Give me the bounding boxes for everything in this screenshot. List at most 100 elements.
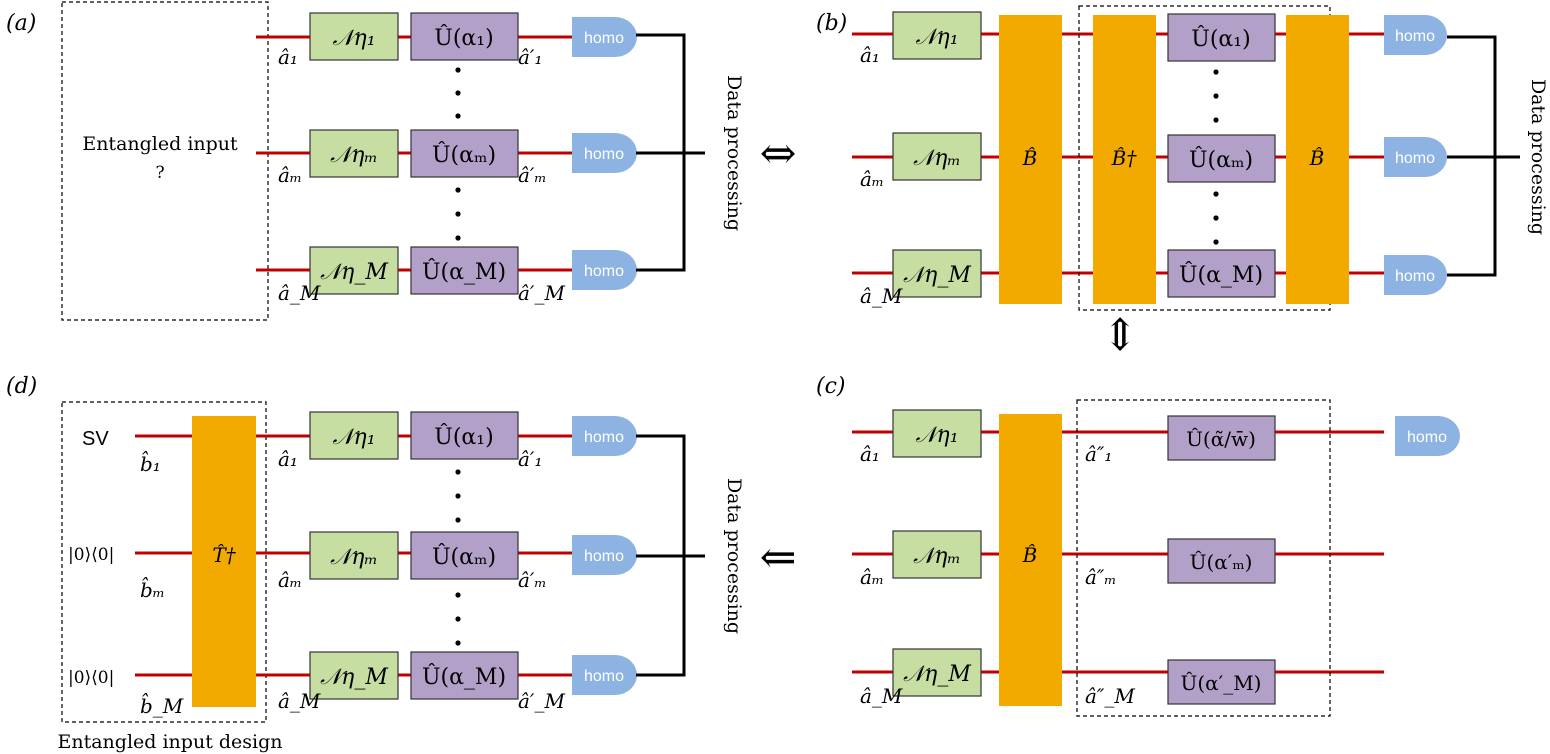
- noise-channel-block: [309, 246, 399, 295]
- mode-label-in: âₘ: [278, 568, 302, 592]
- unitary-label: Û(α₁): [434, 423, 493, 450]
- noise-channel-block: [892, 409, 982, 458]
- mode-label-out2: â″ₘ: [1085, 565, 1117, 589]
- noise-channel-label: 𝒩ηₘ: [330, 143, 378, 168]
- unitary-block: [1167, 659, 1276, 705]
- b-mode-label: b̂ₘ: [140, 576, 165, 602]
- entangled-input-design-caption: Entangled input design: [57, 731, 282, 753]
- homodyne-detector: [1384, 137, 1447, 177]
- homodyne-detector: [572, 655, 637, 695]
- noise-channel-label: 𝒩η_M: [320, 260, 388, 285]
- noise-channel-block: [309, 651, 399, 700]
- unitary-block: [410, 651, 519, 700]
- mode-label-out: â′₁: [518, 45, 542, 69]
- b-mode-label: b̂_M: [140, 692, 184, 718]
- mode-label-out: â′ₘ: [518, 163, 547, 187]
- mode-label-out: â′₁: [518, 447, 542, 471]
- unitary-block: [1167, 415, 1276, 461]
- homodyne-detector: [1395, 416, 1460, 456]
- noise-channel-block: [309, 531, 399, 580]
- unitary-block: [1167, 249, 1276, 298]
- noise-channel-label: 𝒩ηₘ: [913, 544, 961, 569]
- noise-channel-block: [309, 129, 399, 178]
- unitary-block: [1167, 538, 1276, 584]
- beam-splitter-dagger-label: B̂†: [1111, 146, 1138, 170]
- noise-channel-block: [892, 249, 982, 298]
- data-processing-label: Data processing: [723, 478, 745, 634]
- vacuum-label: |0⟩⟨0|: [68, 545, 114, 565]
- unitary-block: [1167, 13, 1276, 62]
- detector-label: homo: [584, 429, 624, 446]
- homodyne-detector: [1384, 15, 1447, 55]
- entangled-input-label: Entangled input: [82, 133, 238, 155]
- mode-label-out2: â″_M: [1085, 684, 1135, 708]
- beam-splitter-block: [999, 15, 1062, 304]
- panel-a-label: (a): [6, 11, 36, 36]
- noise-channel-label: 𝒩ηₘ: [913, 146, 961, 171]
- ellipsis-dots: [455, 469, 461, 646]
- mode-label-in: â_M: [278, 689, 321, 713]
- mode-label-in: â₁: [860, 442, 880, 466]
- unitary-label: Û(α₁): [1191, 25, 1250, 52]
- unitary-label: Û(α₁): [434, 24, 493, 51]
- panel-c: (c) 𝒩η₁ 𝒩ηₘ 𝒩η_M â₁ âₘ â_M B̂ â″₁ â″ₘ â″…: [816, 374, 1460, 717]
- detector-label: homo: [584, 146, 624, 163]
- unitary-label: Û(αₘ): [1189, 146, 1253, 173]
- detector-label: homo: [584, 548, 624, 565]
- noise-channel-block: [892, 132, 982, 181]
- detector-label: homo: [584, 263, 624, 280]
- homodyne-detector: [572, 535, 637, 575]
- noise-channel-block: [892, 648, 982, 697]
- noise-channel-block: [309, 12, 399, 61]
- mode-label-in: â_M: [860, 684, 903, 708]
- unitary-block: [410, 411, 519, 460]
- panel-d-label: (d): [6, 374, 37, 399]
- equivalence-arrow-ab: ⇔: [760, 128, 797, 179]
- panel-b-label: (b): [816, 11, 847, 36]
- data-processing-label: Data processing: [723, 75, 745, 231]
- beam-splitter-dagger-block: [1093, 15, 1156, 304]
- panel-c-label: (c): [816, 374, 846, 399]
- entangled-input-question: ?: [155, 163, 164, 183]
- unitary-label: Û(α′_M): [1181, 670, 1262, 695]
- detector-label: homo: [1395, 268, 1435, 285]
- unitary-block: [410, 12, 519, 61]
- beam-splitter-label: B̂: [1022, 146, 1038, 170]
- entangled-input-design-box: [61, 401, 267, 723]
- homodyne-detector: [572, 416, 637, 456]
- mode-label-in: â_M: [278, 281, 321, 305]
- ellipsis-dots: [455, 67, 461, 241]
- detector-label: homo: [584, 30, 624, 47]
- vacuum-label: |0⟩⟨0|: [68, 668, 114, 688]
- entangled-input-box: [61, 1, 269, 321]
- unitary-label: Û(αₘ): [432, 141, 496, 168]
- mode-label-in: â₁: [278, 447, 298, 471]
- noise-channel-block: [892, 11, 982, 60]
- mode-label-out: â′_M: [518, 689, 565, 713]
- mode-label-in: âₘ: [860, 565, 884, 589]
- noise-channel-label: 𝒩ηₘ: [330, 545, 378, 570]
- b-mode-label: b̂₁: [140, 450, 161, 476]
- equivalence-arrow-bc: ⇕: [1102, 310, 1139, 361]
- noise-channel-label: 𝒩η_M: [903, 263, 971, 288]
- homodyne-detector: [572, 17, 637, 57]
- unitary-label: Û(α_M): [422, 663, 506, 690]
- beam-splitter-block: [999, 414, 1062, 706]
- homodyne-detector: [572, 133, 637, 173]
- detector-label: homo: [584, 668, 624, 685]
- mode-label-in: âₘ: [860, 167, 884, 191]
- panel-b: (b) 𝒩η₁ 𝒩ηₘ 𝒩η_M â₁ âₘ â_M B̂ B̂† Û(α₁) …: [816, 5, 1549, 311]
- unitary-label: Û(α′ₘ): [1190, 549, 1253, 574]
- derivation-arrow-cd: ⇐: [760, 532, 797, 583]
- transform-dagger-label: T̂†: [212, 543, 236, 567]
- unitary-block: [410, 531, 519, 580]
- noise-channel-label: 𝒩η₁: [915, 423, 958, 448]
- unitary-block: [410, 246, 519, 295]
- beam-splitter-block: [1286, 15, 1349, 304]
- noise-channel-block: [309, 411, 399, 460]
- mode-label-out: â′ₘ: [518, 568, 547, 592]
- noise-channel-label: 𝒩η_M: [320, 665, 388, 690]
- transform-dagger-block: [192, 416, 256, 707]
- beam-splitter-label: B̂: [1022, 543, 1038, 567]
- noise-channel-label: 𝒩η₁: [915, 25, 958, 50]
